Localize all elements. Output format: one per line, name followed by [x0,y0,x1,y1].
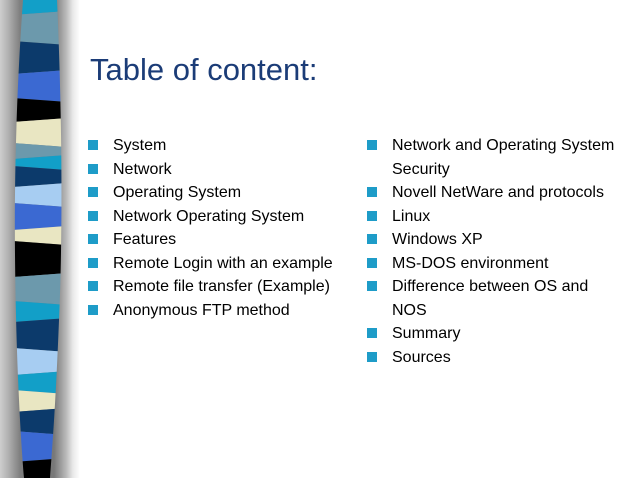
square-bullet-icon [367,281,377,291]
toc-item-text: Summary [392,325,461,342]
square-bullet-icon [88,187,98,197]
square-bullet-icon [88,281,98,291]
slide-title: Table of content: [90,52,318,87]
toc-item-text: Features [113,231,177,248]
square-bullet-icon [88,304,98,315]
toc-item-text: System [113,137,167,154]
square-bullet-icon [88,163,98,174]
ribbon-band-cyan [14,0,62,16]
square-bullet-icon [367,257,377,268]
ribbon-band-cyan [14,370,62,395]
ribbon-decoration [0,0,82,478]
square-bullet-icon [367,328,377,338]
ribbon-band-black [14,240,62,278]
toc-item-text: Network and Operating System Security [392,137,615,178]
ribbon-band-black [14,97,62,123]
toc-item: Features [88,228,344,252]
ribbon-band-navy [14,165,62,188]
ribbon-band-cream [14,389,62,413]
toc-item-text: Sources [392,348,451,366]
toc-item: Network Operating System [88,205,344,229]
toc-item: Novell NetWare and protocols [367,181,623,205]
square-bullet-icon [88,257,98,268]
toc-item: Network and Operating System Security [367,134,623,181]
toc-item: Operating System [88,181,344,205]
ribbon-band-lightblue [14,182,62,208]
square-bullet-icon [367,140,377,150]
toc-item: Remote Login with an example [88,252,344,276]
toc-item-text: Network Operating System [113,207,305,225]
toc-item: Windows XP [367,228,623,252]
toc-item: Anonymous FTP method [88,299,344,323]
toc-item-text: Linux [392,207,431,225]
ribbon-band-cream [14,117,62,148]
ribbon-band-cyan [14,300,62,323]
toc-item: Sources [367,346,623,370]
ribbon-band-steel [14,142,62,160]
toc-item-text: Operating System [113,184,242,201]
toc-item-text: MS-DOS environment [392,254,549,272]
toc-item-text: Remote file transfer (Example) [113,278,330,295]
square-bullet-icon [88,140,98,150]
ribbon-band-cyan [14,154,62,171]
toc-item-text: Windows XP [392,231,483,248]
toc-item: Summary [367,322,623,346]
toc-item: Difference between OS and NOS [367,275,623,322]
ribbon-stripe-graphic [14,0,62,478]
square-bullet-icon [367,187,377,197]
square-bullet-icon [367,234,377,244]
square-bullet-icon [88,234,98,244]
ribbon-band-steel [14,272,62,306]
toc-item: System [88,134,344,158]
ribbon-band-lightblue [14,347,62,376]
toc-item: MS-DOS environment [367,252,623,276]
ribbon-band-royal [14,430,62,463]
ribbon-band-navy [14,40,62,75]
toc-item-text: Network [113,160,172,178]
ribbon-band-navy [14,407,62,436]
toc-item-text: Difference between OS and NOS [392,278,589,319]
square-bullet-icon [88,210,98,221]
toc-item-text: Anonymous FTP method [113,301,290,319]
ribbon-band-royal [14,69,62,103]
ribbon-band-royal [14,202,62,231]
ribbon-band-cream [14,225,62,246]
toc-item-text: Novell NetWare and protocols [392,184,604,201]
toc-item-text: Remote Login with an example [113,254,333,272]
toc-item: Remote file transfer (Example) [88,275,344,299]
square-bullet-icon [367,210,377,221]
square-bullet-icon [367,351,377,362]
toc-item: Linux [367,205,623,229]
ribbon-band-black [14,457,62,478]
ribbon-band-steel [14,10,62,46]
ribbon-band-navy [14,317,62,353]
toc-item: Network [88,158,344,182]
